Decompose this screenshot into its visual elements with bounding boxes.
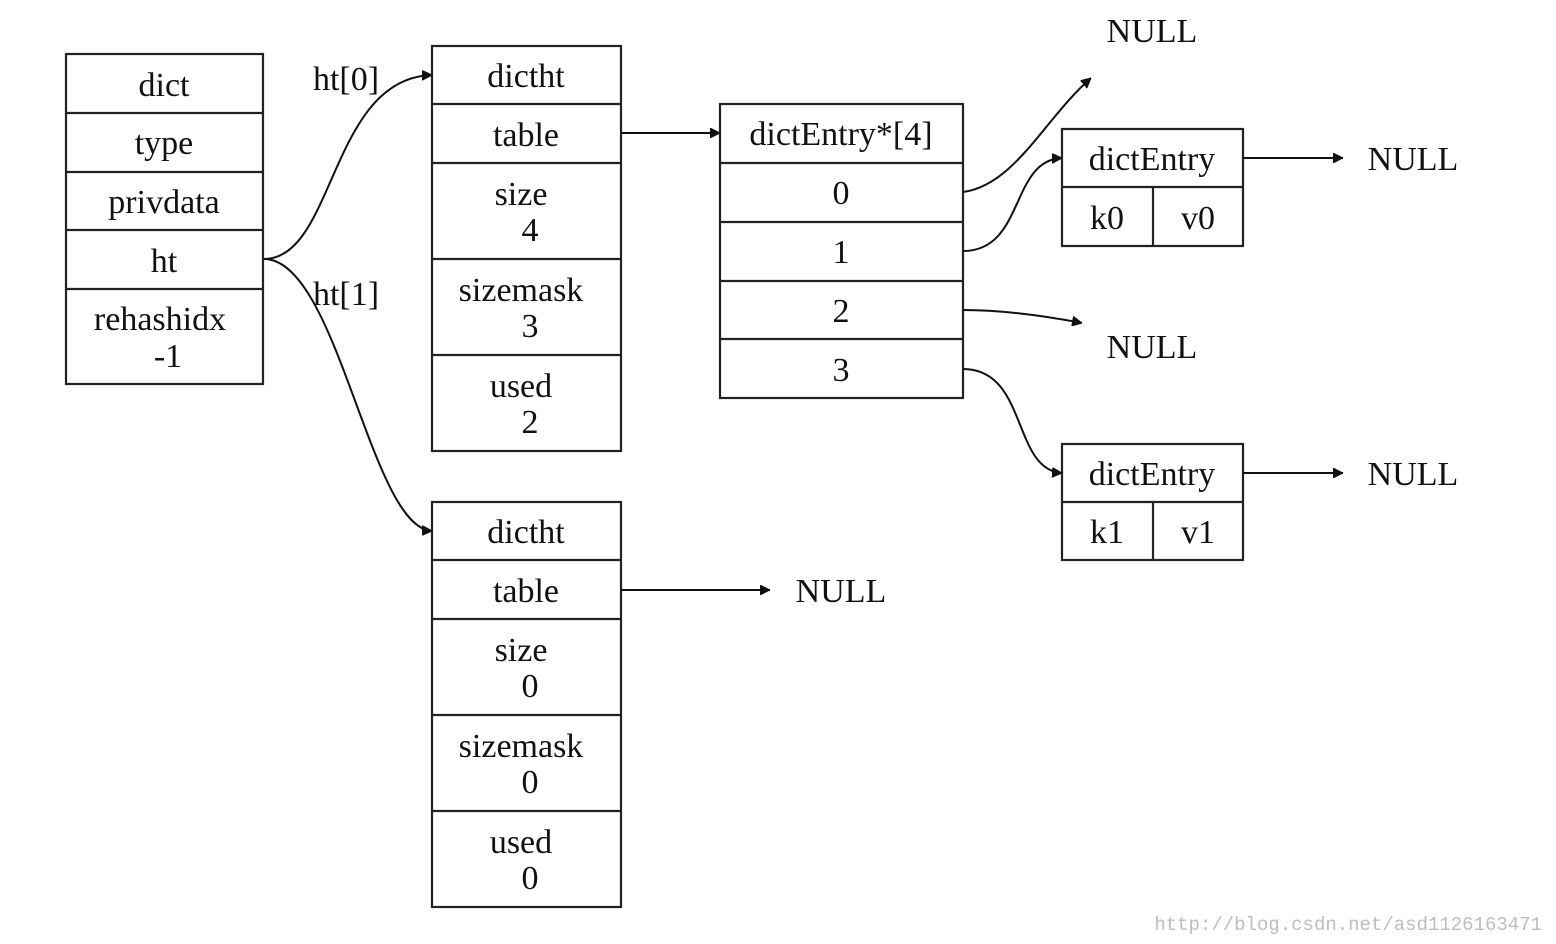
edge-label-ht1: ht[1]: [313, 276, 379, 313]
dictht0-title: dictht: [487, 58, 565, 95]
entry-array-node: dictEntry*[4] 0 1 2 3: [718, 102, 965, 400]
dictht0-used-value: 2: [522, 404, 539, 441]
entry0-node: dictEntry k0 v0: [1060, 127, 1245, 248]
dictht0-sizemask-value: 3: [522, 308, 539, 345]
dict-node: dict type privdata ht rehashidx -1: [64, 52, 265, 386]
dictht1-title: dictht: [487, 514, 565, 551]
dictht1-node: dictht table size 0 sizemask 0 used 0: [430, 500, 623, 909]
edge-slot2-to-null: [962, 309, 1082, 323]
dictht1-size-value: 0: [522, 668, 539, 705]
dict-type-field: type: [135, 125, 194, 162]
null-dictht1-table: NULL: [796, 573, 887, 610]
entry-array-title: dictEntry*[4]: [749, 116, 932, 153]
null-entry1-next: NULL: [1368, 456, 1459, 493]
entry1-node: dictEntry k1 v1: [1060, 442, 1245, 562]
watermark: http://blog.csdn.net/asd1126163471: [1154, 914, 1542, 936]
entry-array-slot-0: 0: [833, 175, 850, 212]
edge-slot3-to-entry1: [962, 368, 1062, 473]
edge-slot1-to-entry0: [962, 158, 1062, 252]
edge-slot0-to-null: [962, 77, 1091, 193]
entry0-title: dictEntry: [1089, 141, 1216, 178]
entry0-key: k0: [1090, 200, 1124, 237]
dictht0-size-label: size: [495, 176, 548, 213]
dict-ht-field: ht: [151, 243, 178, 280]
dict-privdata-field: privdata: [108, 184, 219, 221]
null-entry0-next: NULL: [1368, 141, 1459, 178]
null-slot2: NULL: [1107, 329, 1198, 366]
edge-ht-to-dictht1: [263, 258, 432, 531]
entry1-title: dictEntry: [1089, 456, 1216, 493]
dictht1-sizemask-value: 0: [522, 764, 539, 801]
dictht1-used-label: used: [490, 824, 552, 861]
entry1-value: v1: [1181, 514, 1215, 551]
entry1-key: k1: [1090, 514, 1124, 551]
dict-rehashidx-value: -1: [154, 338, 182, 375]
entry0-value: v0: [1181, 200, 1215, 237]
dictht0-sizemask-label: sizemask: [459, 272, 584, 309]
entry-array-slot-2: 2: [833, 293, 850, 330]
null-top: NULL: [1107, 13, 1198, 50]
edge-ht-to-dictht0: [263, 75, 432, 260]
dictht0-node: dictht table size 4 sizemask 3 used 2: [430, 44, 623, 453]
dictht0-used-label: used: [490, 368, 552, 405]
dictht0-table-field: table: [493, 117, 559, 154]
dictht1-sizemask-label: sizemask: [459, 728, 584, 765]
dict-rehashidx-label: rehashidx: [94, 301, 226, 338]
edge-label-ht0: ht[0]: [313, 61, 379, 98]
dictht1-size-label: size: [495, 632, 548, 669]
dictht0-size-value: 4: [522, 212, 539, 249]
dictht1-used-value: 0: [522, 860, 539, 897]
dictht1-table-field: table: [493, 573, 559, 610]
dict-title: dict: [139, 67, 191, 104]
entry-array-slot-1: 1: [833, 234, 850, 271]
entry-array-slot-3: 3: [833, 352, 850, 389]
